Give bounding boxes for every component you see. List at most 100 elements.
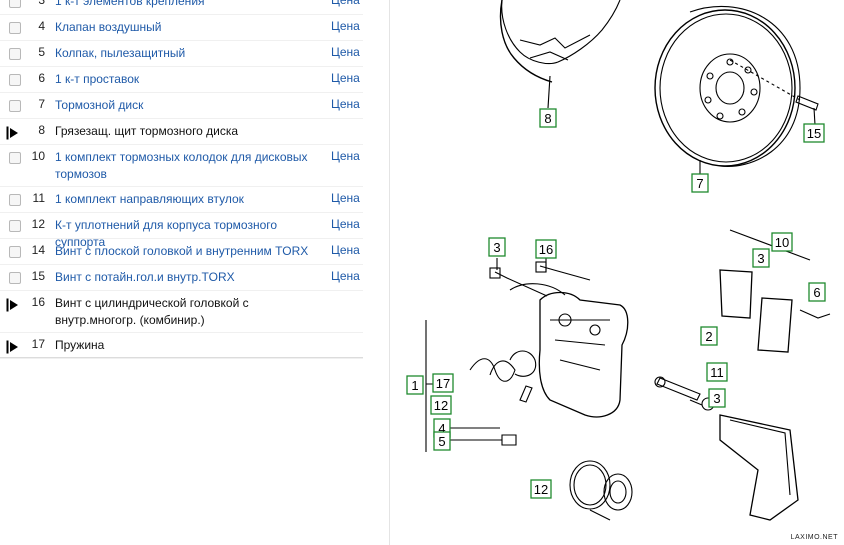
current-row-arrow-icon xyxy=(6,340,20,354)
part-name: Грязезащ. щит тормозного диска xyxy=(55,124,239,138)
part-row[interactable]: 6 1 к-т проставок Цена xyxy=(0,66,363,93)
part-name[interactable]: Винт с плоской головкой и внутренним TOR… xyxy=(55,244,309,258)
price-link[interactable]: Цена xyxy=(331,71,360,85)
part-number: 11 xyxy=(32,191,45,205)
svg-text:10: 10 xyxy=(775,235,789,250)
part-number: 6 xyxy=(38,71,45,85)
svg-text:1: 1 xyxy=(411,378,418,393)
part-number: 12 xyxy=(31,217,45,231)
part-row[interactable]: 4 Клапан воздушный Цена xyxy=(0,14,363,41)
part-name[interactable]: 1 к-т элементов крепления xyxy=(55,0,205,8)
part-checkbox[interactable] xyxy=(9,0,21,8)
part-number: 15 xyxy=(31,269,45,283)
callout-17[interactable]: 17 xyxy=(432,373,454,393)
price-link[interactable]: Цена xyxy=(331,97,360,111)
part-name[interactable]: 1 комплект тормозных колодок для дисковы… xyxy=(55,150,308,181)
list-divider xyxy=(0,357,363,358)
price-link[interactable]: Цена xyxy=(331,149,360,163)
price-link[interactable]: Цена xyxy=(331,19,360,33)
callout-6[interactable]: 6 xyxy=(808,282,826,302)
part-name[interactable]: 1 к-т проставок xyxy=(55,72,140,86)
part-number: 7 xyxy=(38,97,45,111)
svg-text:8: 8 xyxy=(544,111,551,126)
svg-text:16: 16 xyxy=(539,242,553,257)
callout-5[interactable]: 5 xyxy=(433,431,451,451)
price-link[interactable]: Цена xyxy=(331,0,360,7)
parts-diagram: 8 15 7 3 16 10 3 6 2 11 3 1 17 12 45 12 xyxy=(406,0,831,521)
part-name[interactable]: Клапан воздушный xyxy=(55,20,162,34)
part-number: 3 xyxy=(38,0,45,7)
callout-2[interactable]: 2 xyxy=(700,326,718,346)
part-name: Пружина xyxy=(55,338,105,352)
svg-text:2: 2 xyxy=(705,329,712,344)
svg-text:5: 5 xyxy=(438,434,445,449)
callout-12[interactable]: 12 xyxy=(530,479,552,499)
callout-3[interactable]: 3 xyxy=(752,248,770,268)
svg-text:17: 17 xyxy=(436,376,450,391)
part-checkbox[interactable] xyxy=(9,100,21,112)
price-link[interactable]: Цена xyxy=(331,243,360,257)
callouts: 8 15 7 3 16 10 3 6 2 11 3 1 17 12 45 12 xyxy=(406,108,826,499)
svg-text:7: 7 xyxy=(696,176,703,191)
callout-15[interactable]: 15 xyxy=(803,123,825,143)
callout-3[interactable]: 3 xyxy=(488,237,506,257)
callout-12[interactable]: 12 xyxy=(430,395,452,415)
callout-16[interactable]: 16 xyxy=(535,239,557,259)
callout-8[interactable]: 8 xyxy=(539,108,557,128)
price-link[interactable]: Цена xyxy=(331,45,360,59)
price-link[interactable]: Цена xyxy=(331,217,360,231)
part-number: 4 xyxy=(38,19,45,33)
part-checkbox[interactable] xyxy=(9,246,21,258)
part-name[interactable]: 1 комплект направляющих втулок xyxy=(55,192,244,206)
part-row[interactable]: 5 Колпак, пылезащитный Цена xyxy=(0,40,363,67)
svg-text:12: 12 xyxy=(534,482,548,497)
svg-text:3: 3 xyxy=(757,251,764,266)
part-row[interactable]: 3 1 к-т элементов крепления Цена xyxy=(0,0,363,15)
part-number: 8 xyxy=(38,123,45,137)
callout-7[interactable]: 7 xyxy=(691,173,709,193)
part-name[interactable]: К-т уплотнений для корпуса тормозного су… xyxy=(55,218,278,249)
part-number: 14 xyxy=(31,243,45,257)
watermark: LAXIMO.NET xyxy=(790,534,838,541)
part-checkbox[interactable] xyxy=(9,152,21,164)
part-number: 16 xyxy=(31,295,45,309)
svg-text:12: 12 xyxy=(434,398,448,413)
part-row[interactable]: 15 Винт с потайн.гол.и внутр.TORX Цена xyxy=(0,264,363,291)
part-row[interactable]: 8 Грязезащ. щит тормозного диска xyxy=(0,118,363,145)
part-row[interactable]: 10 1 комплект тормозных колодок для диско… xyxy=(0,144,363,187)
part-name: Винт с цилиндрической головкой с внутр.м… xyxy=(55,296,249,327)
part-name[interactable]: Тормозной диск xyxy=(55,98,144,112)
part-name[interactable]: Колпак, пылезащитный xyxy=(55,46,186,60)
callout-3[interactable]: 3 xyxy=(708,388,726,408)
part-name[interactable]: Винт с потайн.гол.и внутр.TORX xyxy=(55,270,235,284)
svg-text:3: 3 xyxy=(713,391,720,406)
part-row[interactable]: 16 Винт с цилиндрической головкой с внутр… xyxy=(0,290,363,333)
price-link[interactable]: Цена xyxy=(331,191,360,205)
svg-text:15: 15 xyxy=(807,126,821,141)
part-row[interactable]: 7 Тормозной диск Цена xyxy=(0,92,363,119)
part-number: 10 xyxy=(31,149,45,163)
svg-text:6: 6 xyxy=(813,285,820,300)
svg-text:11: 11 xyxy=(710,365,724,380)
svg-text:3: 3 xyxy=(493,240,500,255)
part-row[interactable]: 17 Пружина xyxy=(0,332,363,359)
current-row-arrow-icon xyxy=(6,126,20,140)
panel-divider xyxy=(389,0,390,545)
part-number: 5 xyxy=(38,45,45,59)
callout-10[interactable]: 10 xyxy=(771,232,793,252)
part-row[interactable]: 14 Винт с плоской головкой и внутренним T… xyxy=(0,238,363,265)
part-checkbox[interactable] xyxy=(9,194,21,206)
current-row-arrow-icon xyxy=(6,298,20,312)
part-checkbox[interactable] xyxy=(9,48,21,60)
part-number: 17 xyxy=(31,337,45,351)
callout-1[interactable]: 1 xyxy=(406,375,424,395)
part-row[interactable]: 11 1 комплект направляющих втулок Цена xyxy=(0,186,363,213)
part-checkbox[interactable] xyxy=(9,74,21,86)
svg-text:4: 4 xyxy=(438,421,445,436)
part-checkbox[interactable] xyxy=(9,272,21,284)
part-checkbox[interactable] xyxy=(9,220,21,232)
part-checkbox[interactable] xyxy=(9,22,21,34)
price-link[interactable]: Цена xyxy=(331,269,360,283)
callout-11[interactable]: 11 xyxy=(706,362,728,382)
part-row[interactable]: 12 К-т уплотнений для корпуса тормозного … xyxy=(0,212,363,249)
